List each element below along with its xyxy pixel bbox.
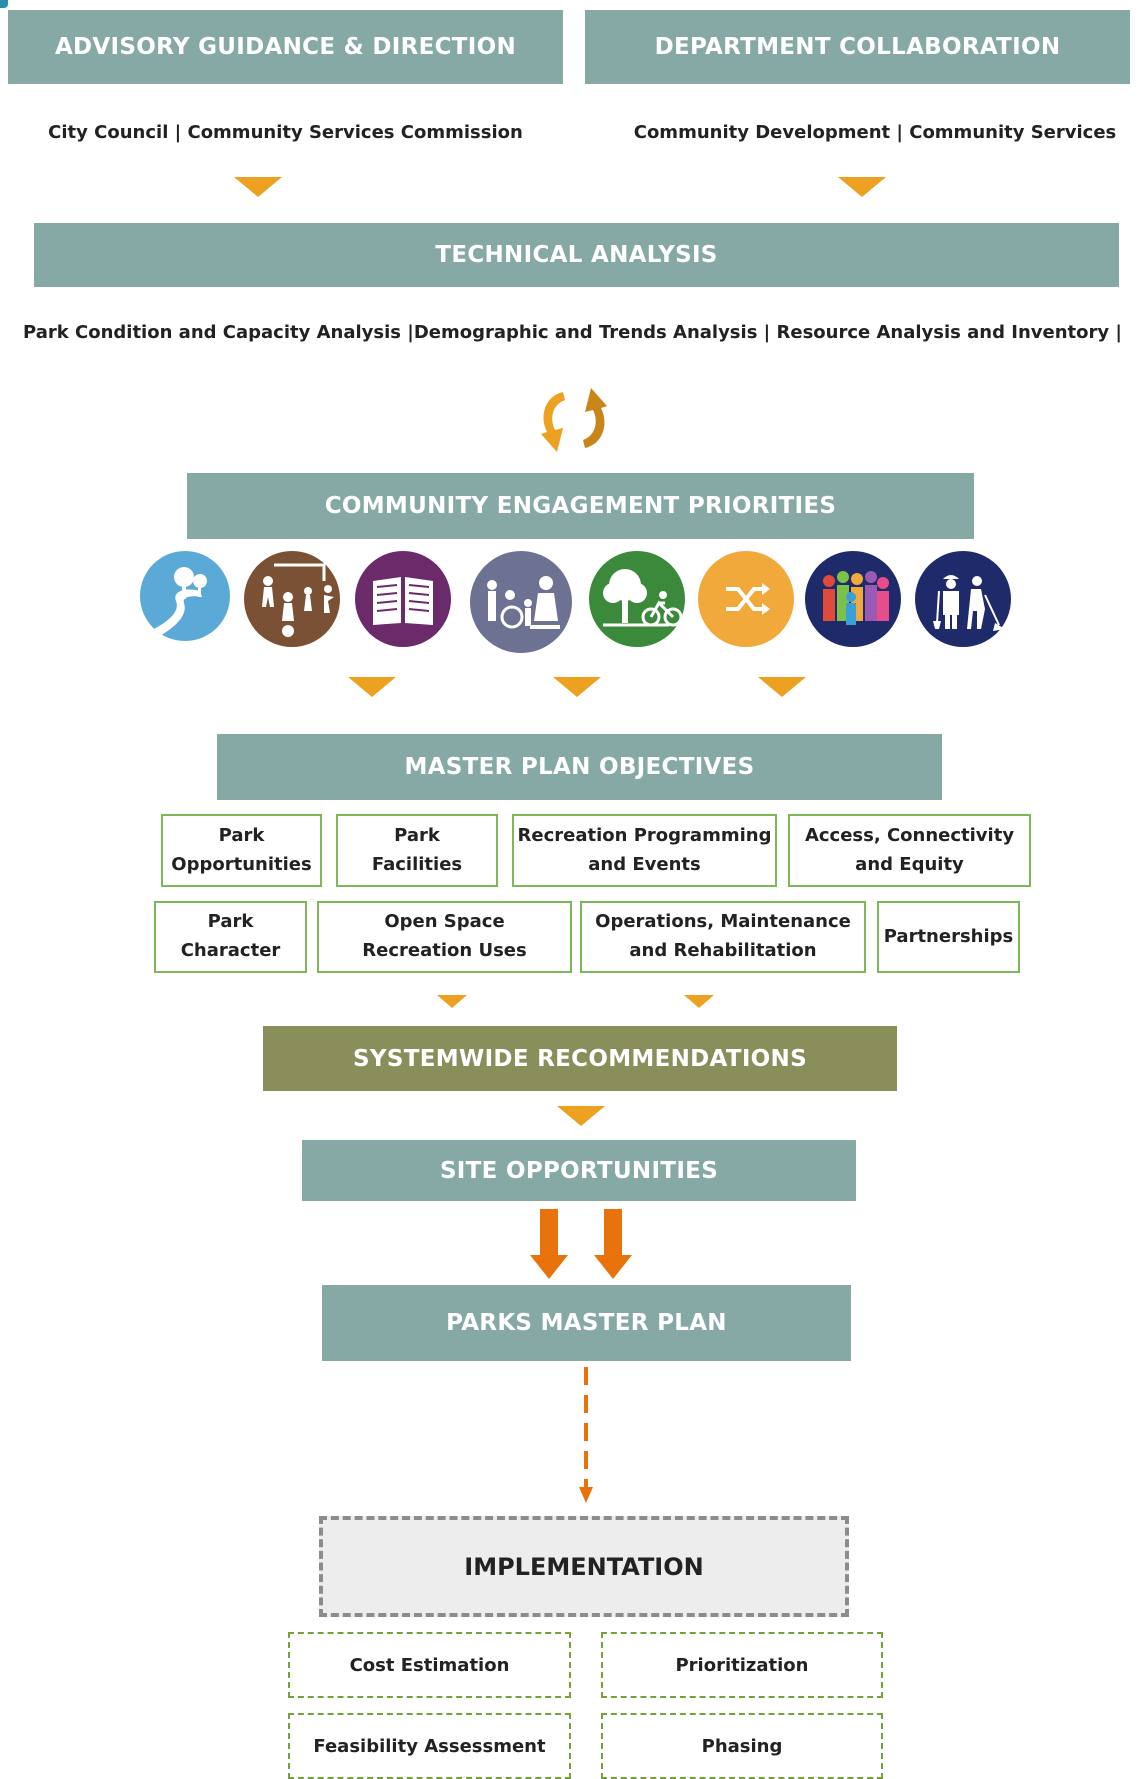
shuffle-icon bbox=[698, 551, 794, 647]
orange-double-arrow-icon bbox=[528, 1209, 638, 1281]
book-icon bbox=[355, 551, 451, 647]
down-arrow-engagement-left bbox=[348, 677, 396, 697]
community-engagement-bar: COMMUNITY ENGAGEMENT PRIORITIES bbox=[187, 473, 974, 539]
department-collaboration-bar: DEPARTMENT COLLABORATION bbox=[585, 10, 1130, 84]
advisory-guidance-bar: ADVISORY GUIDANCE & DIRECTION bbox=[8, 10, 563, 84]
tree-bicycle-icon bbox=[589, 551, 685, 647]
down-arrow-engagement-center bbox=[553, 677, 601, 697]
master-plan-objectives-bar: MASTER PLAN OBJECTIVES bbox=[217, 734, 942, 800]
down-arrow-systemwide bbox=[557, 1106, 605, 1126]
site-opportunities-bar: SITE OPPORTUNITIES bbox=[302, 1140, 856, 1201]
systemwide-recommendations-bar: SYSTEMWIDE RECOMMENDATIONS bbox=[263, 1026, 897, 1091]
corner-mark bbox=[0, 0, 8, 8]
parks-master-plan-bar: PARKS MASTER PLAN bbox=[322, 1285, 851, 1361]
down-arrow-department bbox=[838, 177, 886, 197]
diverse-community-icon bbox=[805, 551, 901, 647]
down-arrow-engagement-right bbox=[758, 677, 806, 697]
down-arrow-advisory bbox=[234, 177, 282, 197]
implementation-box: IMPLEMENTATION bbox=[319, 1516, 849, 1617]
dashed-down-arrow-icon bbox=[576, 1367, 596, 1507]
down-arrow-objectives-right bbox=[684, 995, 714, 1008]
technical-subtitle: Park Condition and Capacity Analysis |De… bbox=[23, 322, 1122, 343]
department-subtitle: Community Development | Community Servic… bbox=[633, 122, 1117, 143]
prioritization-box: Prioritization bbox=[601, 1632, 883, 1698]
down-arrow-objectives-left bbox=[437, 995, 467, 1008]
sports-activity-icon bbox=[244, 551, 340, 647]
phasing-box: Phasing bbox=[601, 1713, 883, 1779]
objective-partnerships: Partnerships bbox=[877, 901, 1020, 973]
park-trail-icon bbox=[140, 551, 230, 641]
accessibility-family-icon bbox=[470, 551, 572, 653]
feasibility-assessment-box: Feasibility Assessment bbox=[288, 1713, 571, 1779]
workers-maintenance-icon bbox=[915, 551, 1011, 647]
cost-estimation-box: Cost Estimation bbox=[288, 1632, 571, 1698]
advisory-subtitle: City Council | Community Services Commis… bbox=[48, 122, 523, 143]
cycle-arrows-icon bbox=[533, 382, 615, 458]
technical-analysis-bar: TECHNICAL ANALYSIS bbox=[34, 223, 1119, 287]
